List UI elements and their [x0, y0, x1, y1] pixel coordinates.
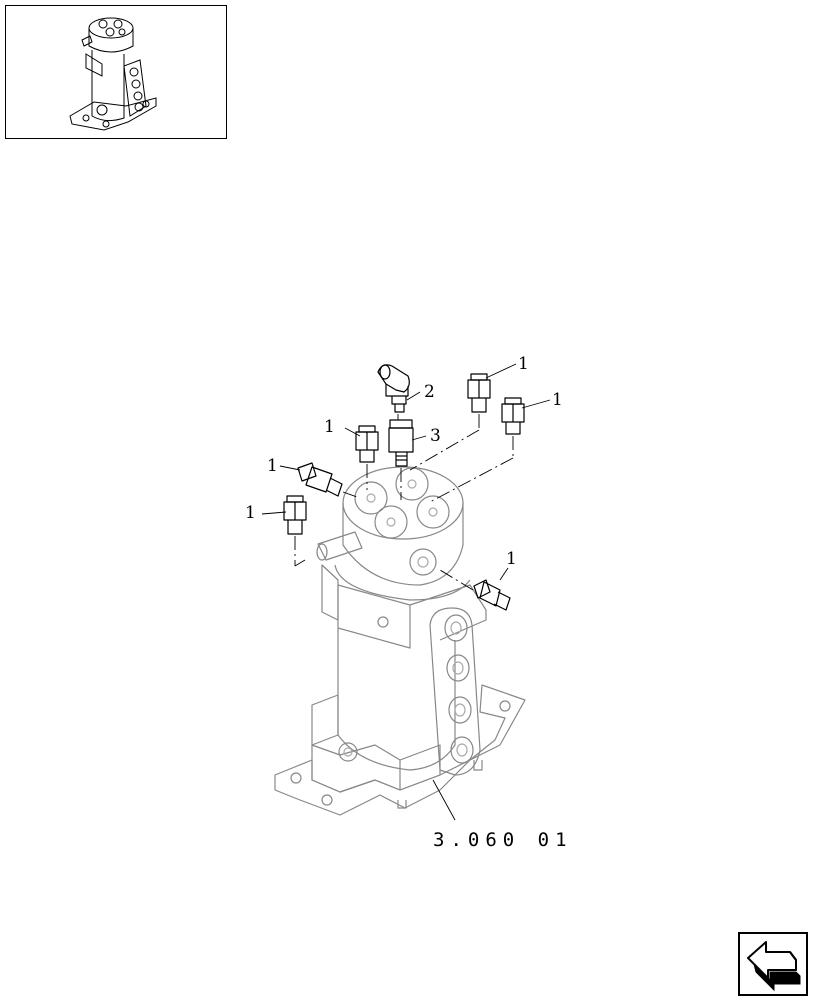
- callout-labels: 1 1 1 1 1 1 2 3: [245, 354, 563, 569]
- swivel-joint-body: [274, 466, 526, 816]
- elbow-fitting-2: [377, 364, 410, 413]
- callout-1-side-port: 1: [506, 549, 517, 569]
- fitting-1-center-left: [355, 425, 379, 463]
- part-reference-code: 3.060 01: [433, 829, 573, 851]
- callout-1-right: 1: [552, 390, 563, 410]
- leader-lines: [261, 363, 551, 821]
- return-button[interactable]: [738, 932, 808, 996]
- swivel-joint-thumbnail-icon: [69, 17, 157, 131]
- callout-1-far-left: 1: [245, 503, 256, 523]
- fitting-1-right: [501, 397, 525, 435]
- callout-1-top-right: 1: [518, 354, 529, 374]
- callout-1-left-angled: 1: [267, 456, 278, 476]
- assembly-thumbnail[interactable]: [5, 5, 227, 139]
- fitting-1-top-right: [467, 373, 491, 413]
- fitting-1-left-angled: [297, 462, 343, 497]
- return-arrow-icon: [747, 941, 801, 992]
- callout-1-center-left: 1: [324, 417, 335, 437]
- assembly-centerlines: [294, 414, 514, 591]
- fitting-1-side-port: [473, 579, 511, 611]
- callout-2: 2: [424, 382, 435, 402]
- adapter-3: [388, 419, 414, 467]
- fitting-1-far-left: [283, 495, 307, 535]
- callout-3: 3: [430, 426, 441, 446]
